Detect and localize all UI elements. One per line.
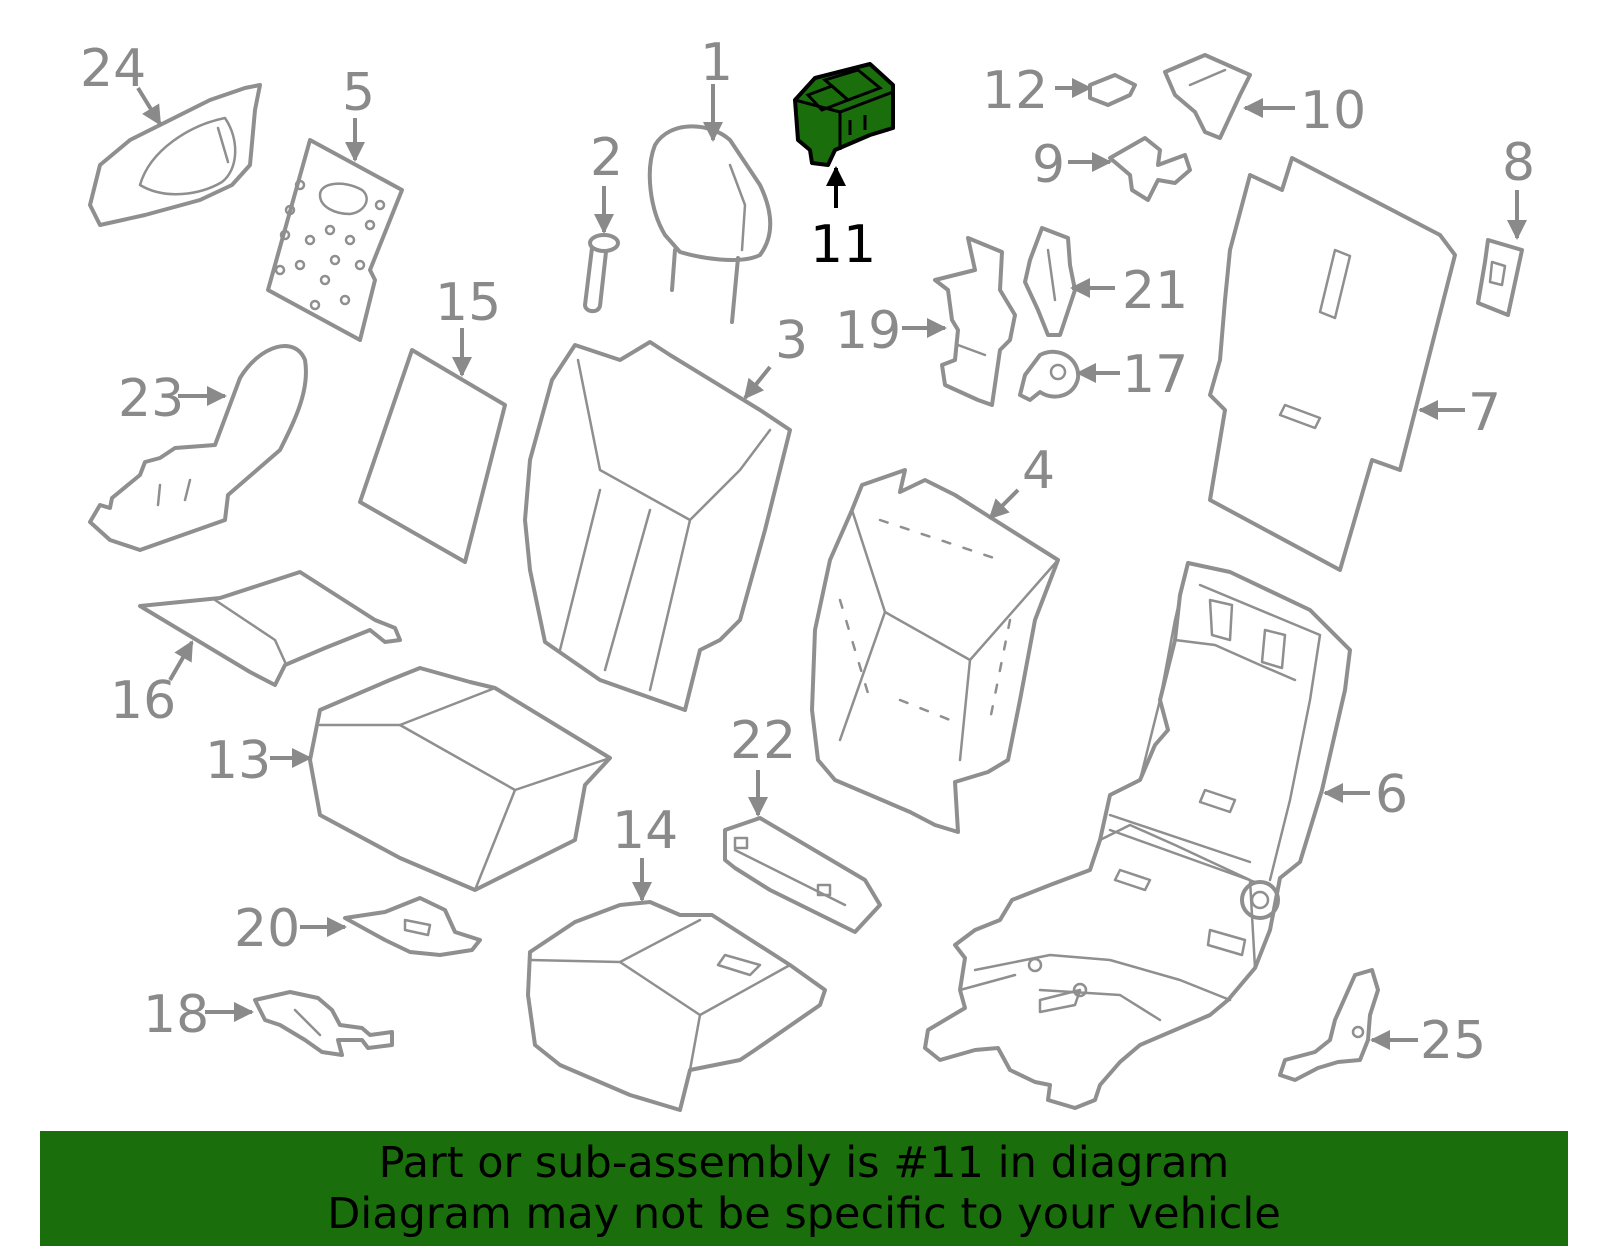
callout-4: 4 (1022, 441, 1055, 501)
part-1-headrest (647, 124, 773, 324)
part-16-cushion-panel (138, 570, 402, 687)
part-13-cushion-cover (308, 666, 612, 892)
part-21-bracket (1023, 226, 1077, 337)
banner-line-part-info: Part or sub-assembly is #11 in diagram (378, 1138, 1230, 1188)
part-2-headrest-guide (583, 233, 620, 314)
callout-14: 14 (612, 801, 678, 861)
callout-2: 2 (590, 128, 623, 188)
callout-8: 8 (1502, 133, 1535, 193)
part-19-bracket (933, 236, 1017, 407)
part-8-small-switch (1476, 238, 1524, 317)
part-7-back-panel (1208, 156, 1457, 572)
part-14-cushion-foam (526, 900, 827, 1112)
part-6-seat-frame (923, 561, 1352, 1110)
part-12-clip (1088, 73, 1137, 107)
part-23-side-shield (88, 344, 308, 552)
callout-15: 15 (435, 273, 501, 333)
part-25-bracket (1278, 968, 1380, 1082)
callout-17: 17 (1122, 345, 1188, 405)
part-20-bracket (343, 896, 482, 957)
callout-6: 6 (1375, 765, 1408, 825)
callout-24: 24 (80, 39, 146, 99)
part-15-pad (358, 348, 507, 564)
callout-3: 3 (775, 311, 808, 371)
callout-9: 9 (1032, 135, 1065, 195)
part-10-bracket (1163, 53, 1252, 140)
leader-lines (136, 78, 1527, 1050)
part-3-seat-back-cover (523, 340, 792, 712)
banner-line-disclaimer: Diagram may not be specific to your vehi… (327, 1189, 1281, 1239)
part-11-switch-highlighted (793, 62, 895, 167)
callout-20: 20 (234, 899, 300, 959)
callout-13: 13 (205, 731, 271, 791)
callout-11-highlighted: 11 (810, 215, 876, 275)
part-22-bracket (723, 816, 882, 934)
part-24-side-trim (88, 83, 262, 227)
part-18-wiring (253, 990, 394, 1057)
callout-23: 23 (118, 369, 184, 429)
callout-5: 5 (342, 63, 375, 123)
callout-1: 1 (700, 33, 733, 93)
callout-7: 7 (1468, 383, 1501, 443)
callout-19: 19 (835, 301, 901, 361)
info-banner: Part or sub-assembly is #11 in diagram D… (40, 1131, 1568, 1246)
callout-21: 21 (1122, 261, 1188, 321)
callout-18: 18 (143, 985, 209, 1045)
callout-12: 12 (982, 61, 1048, 121)
part-5-perforated-plate (266, 138, 404, 342)
callout-25: 25 (1420, 1011, 1486, 1071)
callout-16: 16 (110, 671, 176, 731)
part-17-clip (1018, 349, 1081, 402)
part-4-seat-back-foam (810, 468, 1060, 834)
callout-numbers: 24 5 1 2 11 12 10 9 8 21 19 17 7 23 15 3… (80, 33, 1535, 1071)
callout-10: 10 (1300, 81, 1366, 141)
part-9-bracket (1108, 136, 1192, 202)
callout-22: 22 (730, 711, 796, 771)
